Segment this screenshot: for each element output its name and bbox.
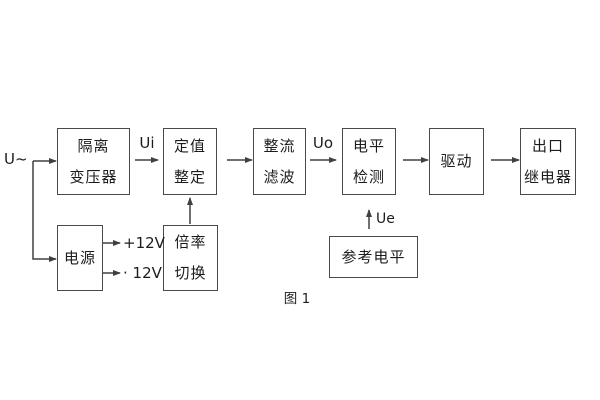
block-setting: 定值 整定 bbox=[163, 128, 217, 195]
block-label: 定值 bbox=[173, 136, 206, 155]
input-signal-label: U~ bbox=[4, 150, 28, 168]
block-label: 电源 bbox=[63, 248, 96, 267]
block-isolation-transformer: 隔离 变压器 bbox=[57, 128, 130, 195]
figure-caption: 图 1 bbox=[283, 291, 311, 307]
block-label: 倍率 bbox=[174, 233, 207, 251]
block-label: 切换 bbox=[174, 264, 207, 282]
block-drive: 驱动 bbox=[429, 128, 484, 195]
block-label: 出口 bbox=[531, 136, 564, 155]
block-label: 驱动 bbox=[440, 152, 473, 170]
signal-label-uo: Uo bbox=[312, 134, 334, 152]
block-label: 电平 bbox=[352, 136, 385, 155]
block-label: 滤波 bbox=[263, 167, 296, 186]
block-label: 变压器 bbox=[69, 167, 118, 186]
power-rail-neg12-label: · 12V bbox=[123, 264, 162, 282]
signal-label-ue: Ue bbox=[376, 211, 395, 227]
block-ratio-switch: 倍率 切换 bbox=[163, 225, 218, 291]
block-power-supply: 电源 bbox=[57, 225, 103, 291]
block-rectifier-filter: 整流 滤波 bbox=[253, 128, 306, 195]
block-label: 隔离 bbox=[77, 136, 110, 155]
block-label: 参考电平 bbox=[341, 247, 406, 266]
signal-label-ui: Ui bbox=[139, 134, 155, 152]
block-label: 整流 bbox=[263, 136, 296, 155]
block-output-relay: 出口 继电器 bbox=[520, 128, 576, 195]
wire-input-to-power bbox=[32, 161, 57, 262]
block-label: 继电器 bbox=[523, 167, 572, 186]
block-label: 整定 bbox=[173, 167, 206, 186]
block-label: 检测 bbox=[352, 167, 385, 186]
power-rail-pos12-label: +12V bbox=[123, 234, 165, 252]
block-reference-level: 参考电平 bbox=[329, 236, 418, 278]
block-level-detection: 电平 检测 bbox=[342, 128, 396, 195]
